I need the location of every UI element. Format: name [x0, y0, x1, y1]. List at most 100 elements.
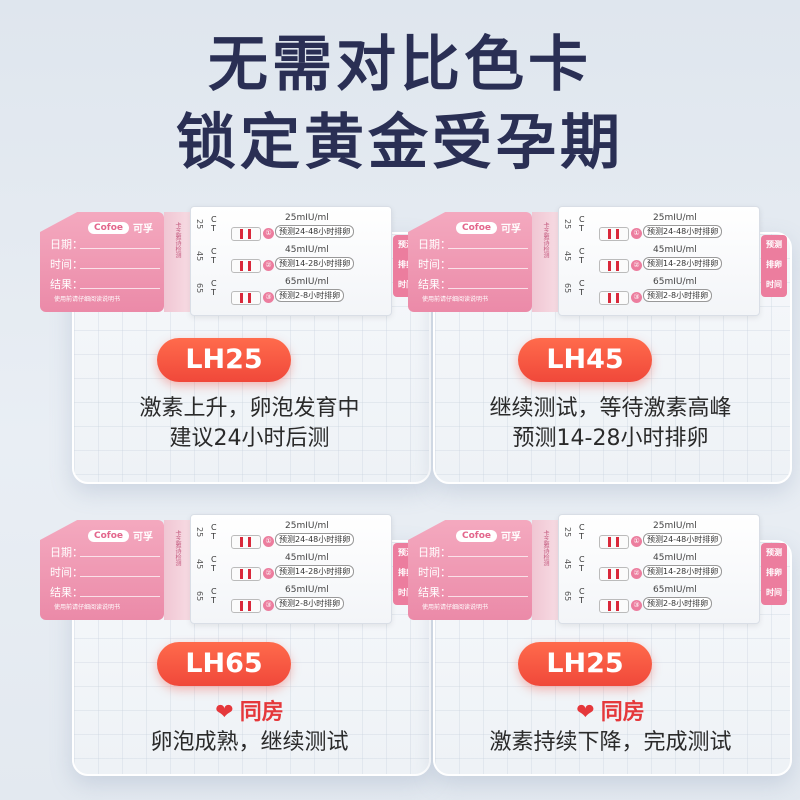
result-field: 结果： [418, 276, 528, 292]
brand-name: 可孚 [501, 224, 521, 235]
side-number: 45 [563, 559, 572, 570]
card-caption: 激素上升，卵泡发育中 建议24小时后测 [72, 394, 427, 454]
side-number: 65 [195, 591, 204, 602]
prediction-label: 预测2-8小时排卵 [643, 289, 713, 302]
side-number: 45 [563, 251, 572, 262]
prediction-label: 预测14-28小时排卵 [643, 565, 723, 578]
lh-level-pill: LH65 [157, 642, 291, 686]
test-line [616, 601, 619, 611]
card-caption: 卵泡成熟，继续测试 [72, 728, 427, 758]
field-line [448, 268, 528, 269]
hint-text: 同房 [600, 700, 645, 725]
concentration-label: 45mIU/ml [653, 245, 697, 255]
strip-neck: 卡芝雅诗检测 [532, 212, 558, 312]
prediction-label: 预测24-48小时排卵 [275, 225, 355, 238]
field-label: 时间： [50, 258, 83, 271]
prediction-box-line: 时间 [766, 588, 782, 597]
prediction-box-line: 预测 [398, 240, 414, 249]
step-badge: ① [263, 228, 274, 239]
prediction-box-line: 时间 [398, 588, 414, 597]
strip-note: 使用前请仔细阅读说明书 [54, 296, 121, 303]
concentration-label: 45mIU/ml [653, 553, 697, 563]
field-line [448, 596, 528, 597]
test-line [616, 261, 619, 271]
prediction-label: 预测24-48小时排卵 [643, 225, 723, 238]
prediction-label: 预测14-28小时排卵 [275, 565, 355, 578]
field-label: 时间： [418, 258, 451, 271]
control-line [608, 569, 611, 579]
prediction-box: 预测 排卵 时间 [761, 543, 787, 605]
step-badge: ② [631, 568, 642, 579]
step-badge: ③ [263, 292, 274, 303]
step-badge: ② [631, 260, 642, 271]
step-badge: ② [263, 568, 274, 579]
field-line [448, 556, 528, 557]
time-field: 时间： [50, 256, 160, 272]
step-badge: ① [263, 536, 274, 547]
concentration-label: 25mIU/ml [653, 213, 697, 223]
prediction-label: 预测14-28小时排卵 [643, 257, 723, 270]
prediction-box-line: 预测 [766, 548, 782, 557]
prediction-box-line: 排卵 [766, 260, 782, 269]
brand: Cofoe 可孚 [456, 528, 521, 543]
test-line [616, 229, 619, 239]
prediction-label: 预测2-8小时排卵 [643, 597, 713, 610]
date-field: 日期： [418, 236, 528, 252]
neck-label: 卡芝雅诗检测 [542, 530, 549, 566]
prediction-box-line: 时间 [398, 280, 414, 289]
test-line [248, 229, 251, 239]
test-window [231, 259, 261, 273]
test-strip: Cofoe 可孚 日期： 时间： 结果： 使用前请仔细阅读说明书 卡芝雅诗检测 … [40, 514, 419, 624]
step-badge: ② [263, 260, 274, 271]
side-number: 25 [195, 527, 204, 538]
headline-line-1: 无需对比色卡 [208, 30, 592, 100]
step-badge: ③ [263, 600, 274, 611]
side-number: 25 [563, 219, 572, 230]
test-window [231, 567, 261, 581]
field-label: 时间： [418, 566, 451, 579]
prediction-label: 预测14-28小时排卵 [275, 257, 355, 270]
caption-line: 继续测试，等待激素高峰 [489, 396, 732, 421]
field-label: 日期： [418, 238, 451, 251]
test-window [599, 599, 629, 613]
brand-name: 可孚 [133, 532, 153, 543]
side-number: 25 [563, 527, 572, 538]
caption-line: 激素上升，卵泡发育中 [139, 396, 360, 421]
test-strip: Cofoe 可孚 日期： 时间： 结果： 使用前请仔细阅读说明书 卡芝雅诗检测 … [408, 514, 787, 624]
test-line [248, 601, 251, 611]
prediction-label: 预测2-8小时排卵 [275, 289, 345, 302]
control-line [240, 293, 243, 303]
prediction-label: 预测2-8小时排卵 [275, 597, 345, 610]
prediction-box-line: 预测 [766, 240, 782, 249]
step-badge: ③ [631, 292, 642, 303]
field-line [448, 576, 528, 577]
side-number: 65 [563, 591, 572, 602]
strip-neck: 卡芝雅诗检测 [164, 520, 190, 620]
time-field: 时间： [418, 564, 528, 580]
date-field: 日期： [50, 236, 160, 252]
card-caption: 激素持续下降，完成测试 [433, 728, 788, 758]
control-line [240, 569, 243, 579]
strip-note: 使用前请仔细阅读说明书 [422, 296, 489, 303]
side-number: 65 [195, 283, 204, 294]
prediction-box-line: 排卵 [398, 568, 414, 577]
test-line [248, 261, 251, 271]
test-line [248, 537, 251, 547]
field-line [80, 576, 160, 577]
step-badge: ③ [631, 600, 642, 611]
result-field: 结果： [418, 584, 528, 600]
neck-label: 卡芝雅诗检测 [174, 530, 181, 566]
field-line [80, 596, 160, 597]
